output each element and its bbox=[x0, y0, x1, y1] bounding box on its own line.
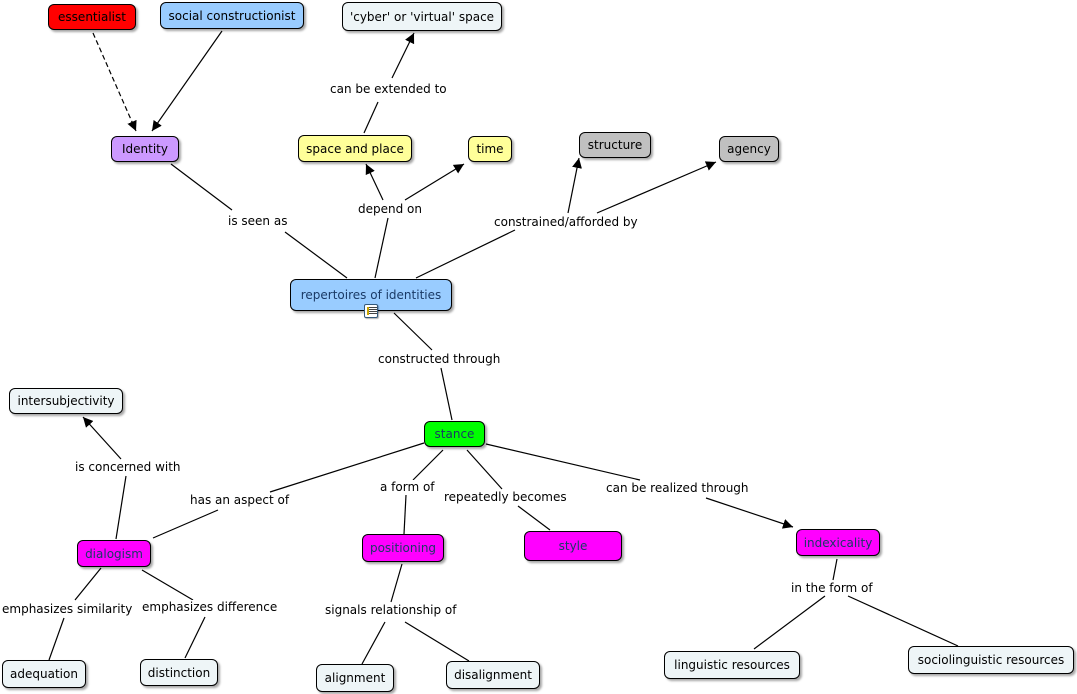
link-constructed-stance bbox=[440, 367, 453, 421]
link-signals-disalignment bbox=[404, 621, 470, 662]
link-extended-cyber bbox=[391, 32, 415, 79]
concept-identity[interactable]: Identity bbox=[111, 136, 179, 162]
link-repertoires-dependon bbox=[374, 217, 389, 279]
link-label-is-seen-as: is seen as bbox=[227, 214, 289, 228]
link-stance-realized bbox=[485, 443, 641, 481]
link-inform-sociolinguistic bbox=[847, 595, 959, 647]
link-stance-repeatedly bbox=[466, 449, 503, 490]
concept-dialogism[interactable]: dialogism bbox=[77, 540, 151, 567]
concept-structure[interactable]: structure bbox=[579, 132, 651, 158]
link-label-can-be-realized-through: can be realized through bbox=[605, 481, 750, 495]
concept-cyber-space[interactable]: 'cyber' or 'virtual' space bbox=[342, 2, 502, 31]
link-difference-distinction bbox=[184, 616, 206, 659]
concept-positioning[interactable]: positioning bbox=[362, 534, 444, 562]
link-label-a-form-of: a form of bbox=[379, 480, 436, 494]
link-identity-seenas bbox=[170, 163, 233, 211]
link-label-has-an-aspect-of: has an aspect of bbox=[189, 493, 291, 507]
link-constrained-structure bbox=[567, 157, 582, 214]
link-similarity-adequation bbox=[48, 617, 65, 661]
link-concerned-intersubjectivity bbox=[82, 416, 122, 460]
link-label-signals-relationship-of: signals relationship of bbox=[324, 603, 458, 617]
link-label-depend-on: depend on bbox=[357, 202, 423, 216]
concept-linguistic-resources[interactable]: linguistic resources bbox=[664, 651, 800, 679]
concept-space-and-place[interactable]: space and place bbox=[298, 135, 412, 162]
concept-social-constructionist[interactable]: social constructionist bbox=[160, 2, 304, 29]
concept-agency[interactable]: agency bbox=[719, 136, 779, 162]
link-repertoires-constrained bbox=[415, 229, 516, 279]
link-label-emphasizes-difference: emphasizes difference bbox=[141, 600, 279, 614]
link-dependon-space bbox=[365, 163, 384, 201]
link-inform-linguistic bbox=[753, 595, 826, 650]
link-dialogism-similarity bbox=[74, 567, 102, 601]
link-aspect-dialogism bbox=[152, 509, 219, 539]
concept-sociolinguistic-resources[interactable]: sociolinguistic resources bbox=[908, 646, 1074, 674]
link-social-constructionist-identity bbox=[151, 30, 223, 132]
concept-disalignment[interactable]: disalignment bbox=[446, 661, 540, 689]
concept-style[interactable]: style bbox=[524, 531, 622, 561]
concept-indexicality[interactable]: indexicality bbox=[796, 529, 880, 556]
link-stance-aspect bbox=[269, 442, 425, 493]
resource-icon[interactable] bbox=[364, 304, 378, 318]
concept-distinction[interactable]: distinction bbox=[140, 659, 218, 686]
concept-repertoires[interactable]: repertoires of identities bbox=[290, 279, 452, 311]
link-label-emphasizes-similarity: emphasizes similarity bbox=[1, 602, 134, 616]
link-label-can-be-extended-to: can be extended to bbox=[329, 82, 448, 96]
concept-stance[interactable]: stance bbox=[424, 421, 485, 447]
link-repertoires-constructed bbox=[393, 312, 433, 351]
link-signals-alignment bbox=[361, 621, 386, 665]
concept-alignment[interactable]: alignment bbox=[316, 664, 394, 692]
link-label-is-concerned-with: is concerned with bbox=[74, 460, 182, 474]
link-seenas-repertoires bbox=[284, 231, 348, 279]
link-label-in-the-form-of: in the form of bbox=[790, 581, 874, 595]
link-label-constrained-afforded-by: constrained/afforded by bbox=[493, 215, 639, 229]
link-dialogism-concerned bbox=[115, 475, 127, 540]
link-stance-formof bbox=[412, 449, 444, 481]
link-dependon-time bbox=[404, 163, 465, 201]
concept-essentialist[interactable]: essentialist bbox=[48, 4, 136, 30]
link-repeatedly-style bbox=[517, 505, 551, 531]
link-space-extended bbox=[363, 101, 379, 134]
concept-intersubjectivity[interactable]: intersubjectivity bbox=[9, 388, 123, 414]
concept-time[interactable]: time bbox=[468, 136, 512, 162]
link-formof-positioning bbox=[403, 494, 407, 535]
concept-adequation[interactable]: adequation bbox=[2, 660, 86, 688]
link-positioning-signals bbox=[390, 563, 403, 603]
link-dialogism-difference bbox=[141, 569, 194, 601]
link-constrained-agency bbox=[596, 161, 717, 214]
link-label-constructed-through: constructed through bbox=[377, 352, 502, 366]
link-realized-indexicality bbox=[705, 497, 794, 529]
link-indexicality-inform bbox=[832, 558, 838, 581]
link-essentialist-identity bbox=[92, 32, 137, 132]
link-label-repeatedly-becomes: repeatedly becomes bbox=[443, 490, 568, 504]
